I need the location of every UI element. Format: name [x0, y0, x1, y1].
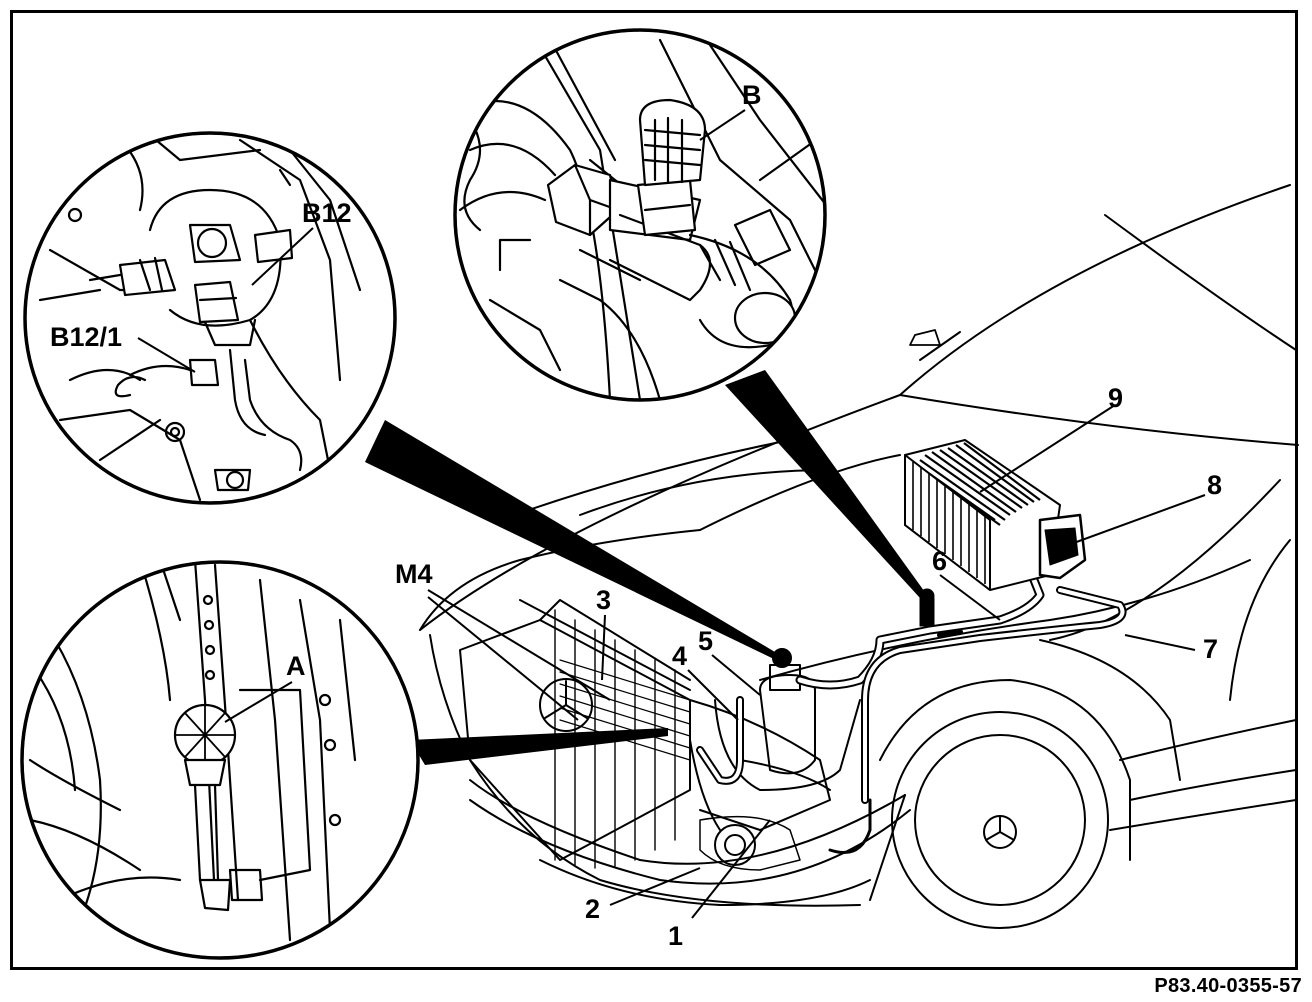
callout-b: B: [742, 80, 762, 110]
callout-4: 4: [672, 641, 687, 671]
detail-circle-b12: B12 B12/1: [23, 131, 397, 505]
callout-b12: B12: [302, 198, 352, 228]
callout-a: A: [286, 651, 306, 681]
callout-1: 1: [668, 921, 683, 951]
evaporator-illustration: [904, 439, 1087, 591]
callout-m4: M4: [395, 559, 433, 589]
callout-7: 7: [1203, 634, 1218, 664]
detail-circle-a: A: [20, 560, 420, 960]
refrigerant-lines: [689, 540, 1127, 854]
detail-pointers: [365, 370, 927, 765]
callout-6: 6: [932, 546, 947, 576]
detail-circle-b: B: [453, 28, 827, 402]
callout-b12-1: B12/1: [50, 322, 122, 352]
callout-3: 3: [596, 585, 611, 615]
callout-9: 9: [1108, 383, 1123, 413]
diagram-frame: [10, 10, 1298, 970]
main-callouts: [427, 404, 1206, 919]
callout-8: 8: [1207, 470, 1222, 500]
figure-code: P83.40-0355-57: [1154, 975, 1302, 997]
callout-5: 5: [698, 626, 713, 656]
car-body-illustration: [419, 184, 1299, 929]
callout-2: 2: [585, 894, 600, 924]
